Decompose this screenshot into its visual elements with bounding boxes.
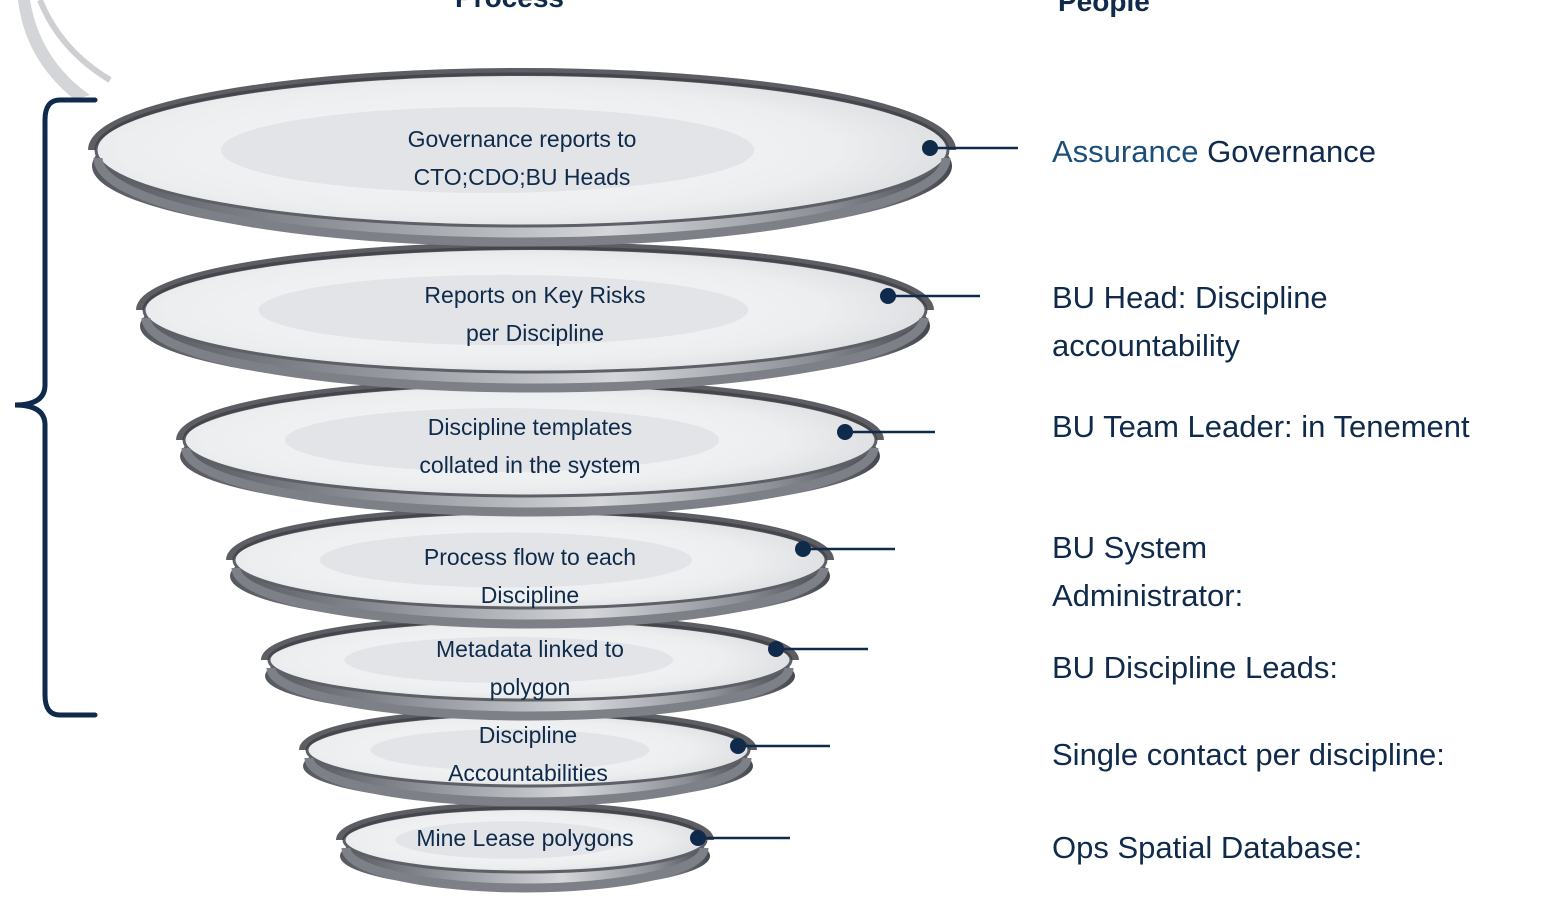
process-label-line: CTO;CDO;BU Heads: [413, 164, 631, 190]
process-label-1: Governance reports to CTO;CDO;BU Heads: [362, 120, 682, 196]
people-label-line: Administrator:: [1052, 578, 1244, 613]
people-label-line: Assurance Governance: [1052, 128, 1376, 176]
process-label-5: Metadata linked to polygon: [370, 630, 690, 706]
spiral-level-5: [261, 614, 799, 721]
left-brace: [14, 97, 98, 718]
people-label-accent: Assurance: [1052, 134, 1199, 169]
process-label-7: Mine Lease polygons: [365, 819, 685, 857]
people-label-line: BU Head: Discipline: [1052, 280, 1328, 315]
connector-dot: [768, 641, 784, 657]
process-label-line: Discipline: [480, 582, 580, 608]
process-label-line: Metadata linked to: [436, 636, 624, 662]
people-label-line: accountability: [1052, 328, 1240, 363]
spiral-levels: [88, 68, 956, 893]
process-label-line: Reports on Key Risks: [424, 282, 646, 308]
connector-2: [880, 288, 980, 304]
process-label-3: Discipline templates collated in the syst…: [370, 408, 690, 484]
connector-dot: [795, 541, 811, 557]
spiral-level-2: [136, 242, 934, 393]
spiral-level-1: [88, 68, 956, 247]
people-label-rest: Governance: [1207, 134, 1376, 169]
connector-7: [690, 830, 790, 846]
people-label-2: BU Head: Discipline accountability: [1052, 274, 1328, 370]
connector-5: [768, 641, 868, 657]
connector-dot: [922, 140, 938, 156]
process-label-line: per Discipline: [465, 320, 605, 346]
process-header: Process: [455, 0, 564, 12]
connector-6: [730, 738, 830, 754]
people-label-line: BU Discipline Leads:: [1052, 650, 1339, 685]
process-label-2: Reports on Key Risks per Discipline: [375, 276, 695, 352]
people-label-3: BU Team Leader: in Tenement: [1052, 403, 1470, 451]
spiral-level-7: [336, 802, 714, 893]
process-label-line: polygon: [489, 674, 571, 700]
connector-dot: [730, 738, 746, 754]
connector-1: [922, 140, 1018, 156]
people-label-5: BU Discipline Leads:: [1052, 644, 1338, 692]
people-header: People: [1058, 0, 1150, 17]
connector-dot: [690, 830, 706, 846]
process-label-line: Discipline templates: [427, 414, 633, 440]
process-label-line: Accountabilities: [448, 760, 608, 786]
people-label-1: Assurance Governance: [1052, 128, 1376, 176]
people-label-7: Ops Spatial Database:: [1052, 824, 1362, 872]
people-label-6: Single contact per discipline:: [1052, 731, 1445, 779]
process-label-line: Mine Lease polygons: [416, 825, 634, 851]
people-label-line: BU System: [1052, 530, 1208, 565]
connector-dot: [837, 424, 853, 440]
connectors: [690, 140, 1018, 846]
process-label-line: Discipline: [478, 722, 578, 748]
connector-dot: [880, 288, 896, 304]
spiral-level-4: [226, 506, 834, 629]
process-label-line: Governance reports to: [407, 126, 637, 152]
people-label-line: Ops Spatial Database:: [1052, 830, 1363, 865]
process-label-line: collated in the system: [419, 452, 641, 478]
process-label-line: Process flow to each: [423, 544, 637, 570]
connector-4: [795, 541, 895, 557]
people-label-line: BU Team Leader: in Tenement: [1052, 409, 1470, 444]
connector-3: [837, 424, 935, 440]
people-label-line: Single contact per discipline:: [1052, 737, 1445, 772]
top-ribbon-remnant: [18, 0, 112, 100]
